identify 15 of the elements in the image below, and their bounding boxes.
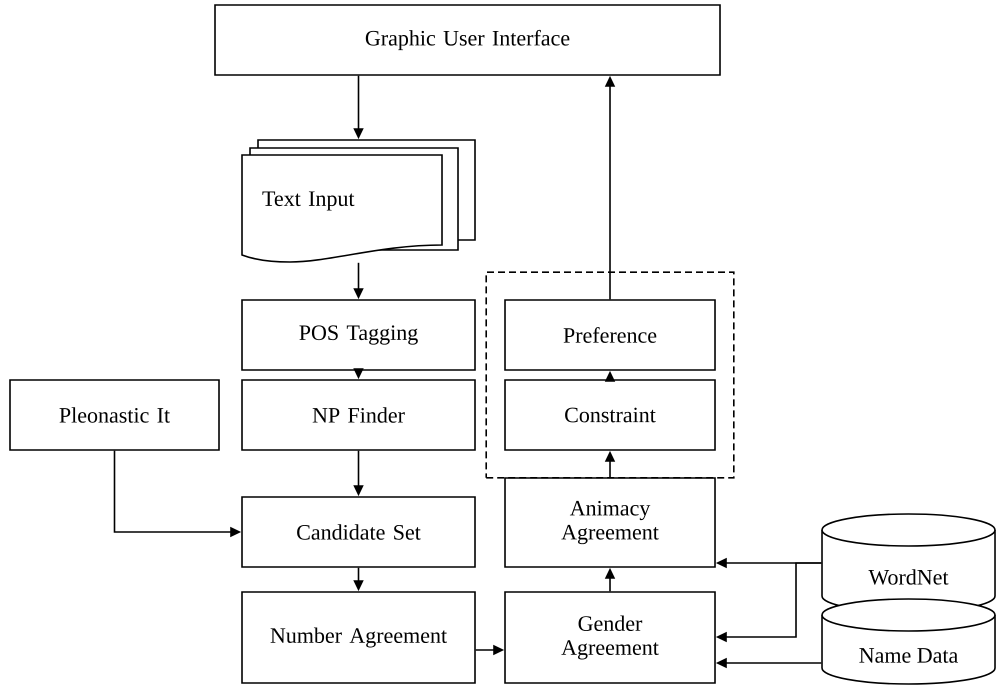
process-box: Preference <box>504 299 716 371</box>
node-label: WordNet <box>868 569 948 585</box>
database-cylinder: Name Data <box>821 598 996 685</box>
process-box: Pleonastic It <box>9 379 220 451</box>
process-box: NP Finder <box>241 379 476 451</box>
dashed-group-box <box>485 271 735 479</box>
process-box: Animacy Agreement <box>504 477 716 568</box>
document-stack: Text Input <box>241 139 476 263</box>
process-box: POS Tagging <box>241 299 476 371</box>
node-label: Name Data <box>859 648 958 663</box>
process-box: Gender Agreement <box>504 591 716 684</box>
process-box: Candidate Set <box>241 496 476 568</box>
process-box: Constraint <box>504 379 716 451</box>
process-box: Number Agreement <box>241 591 476 684</box>
process-box: Graphic User Interface <box>214 4 721 76</box>
